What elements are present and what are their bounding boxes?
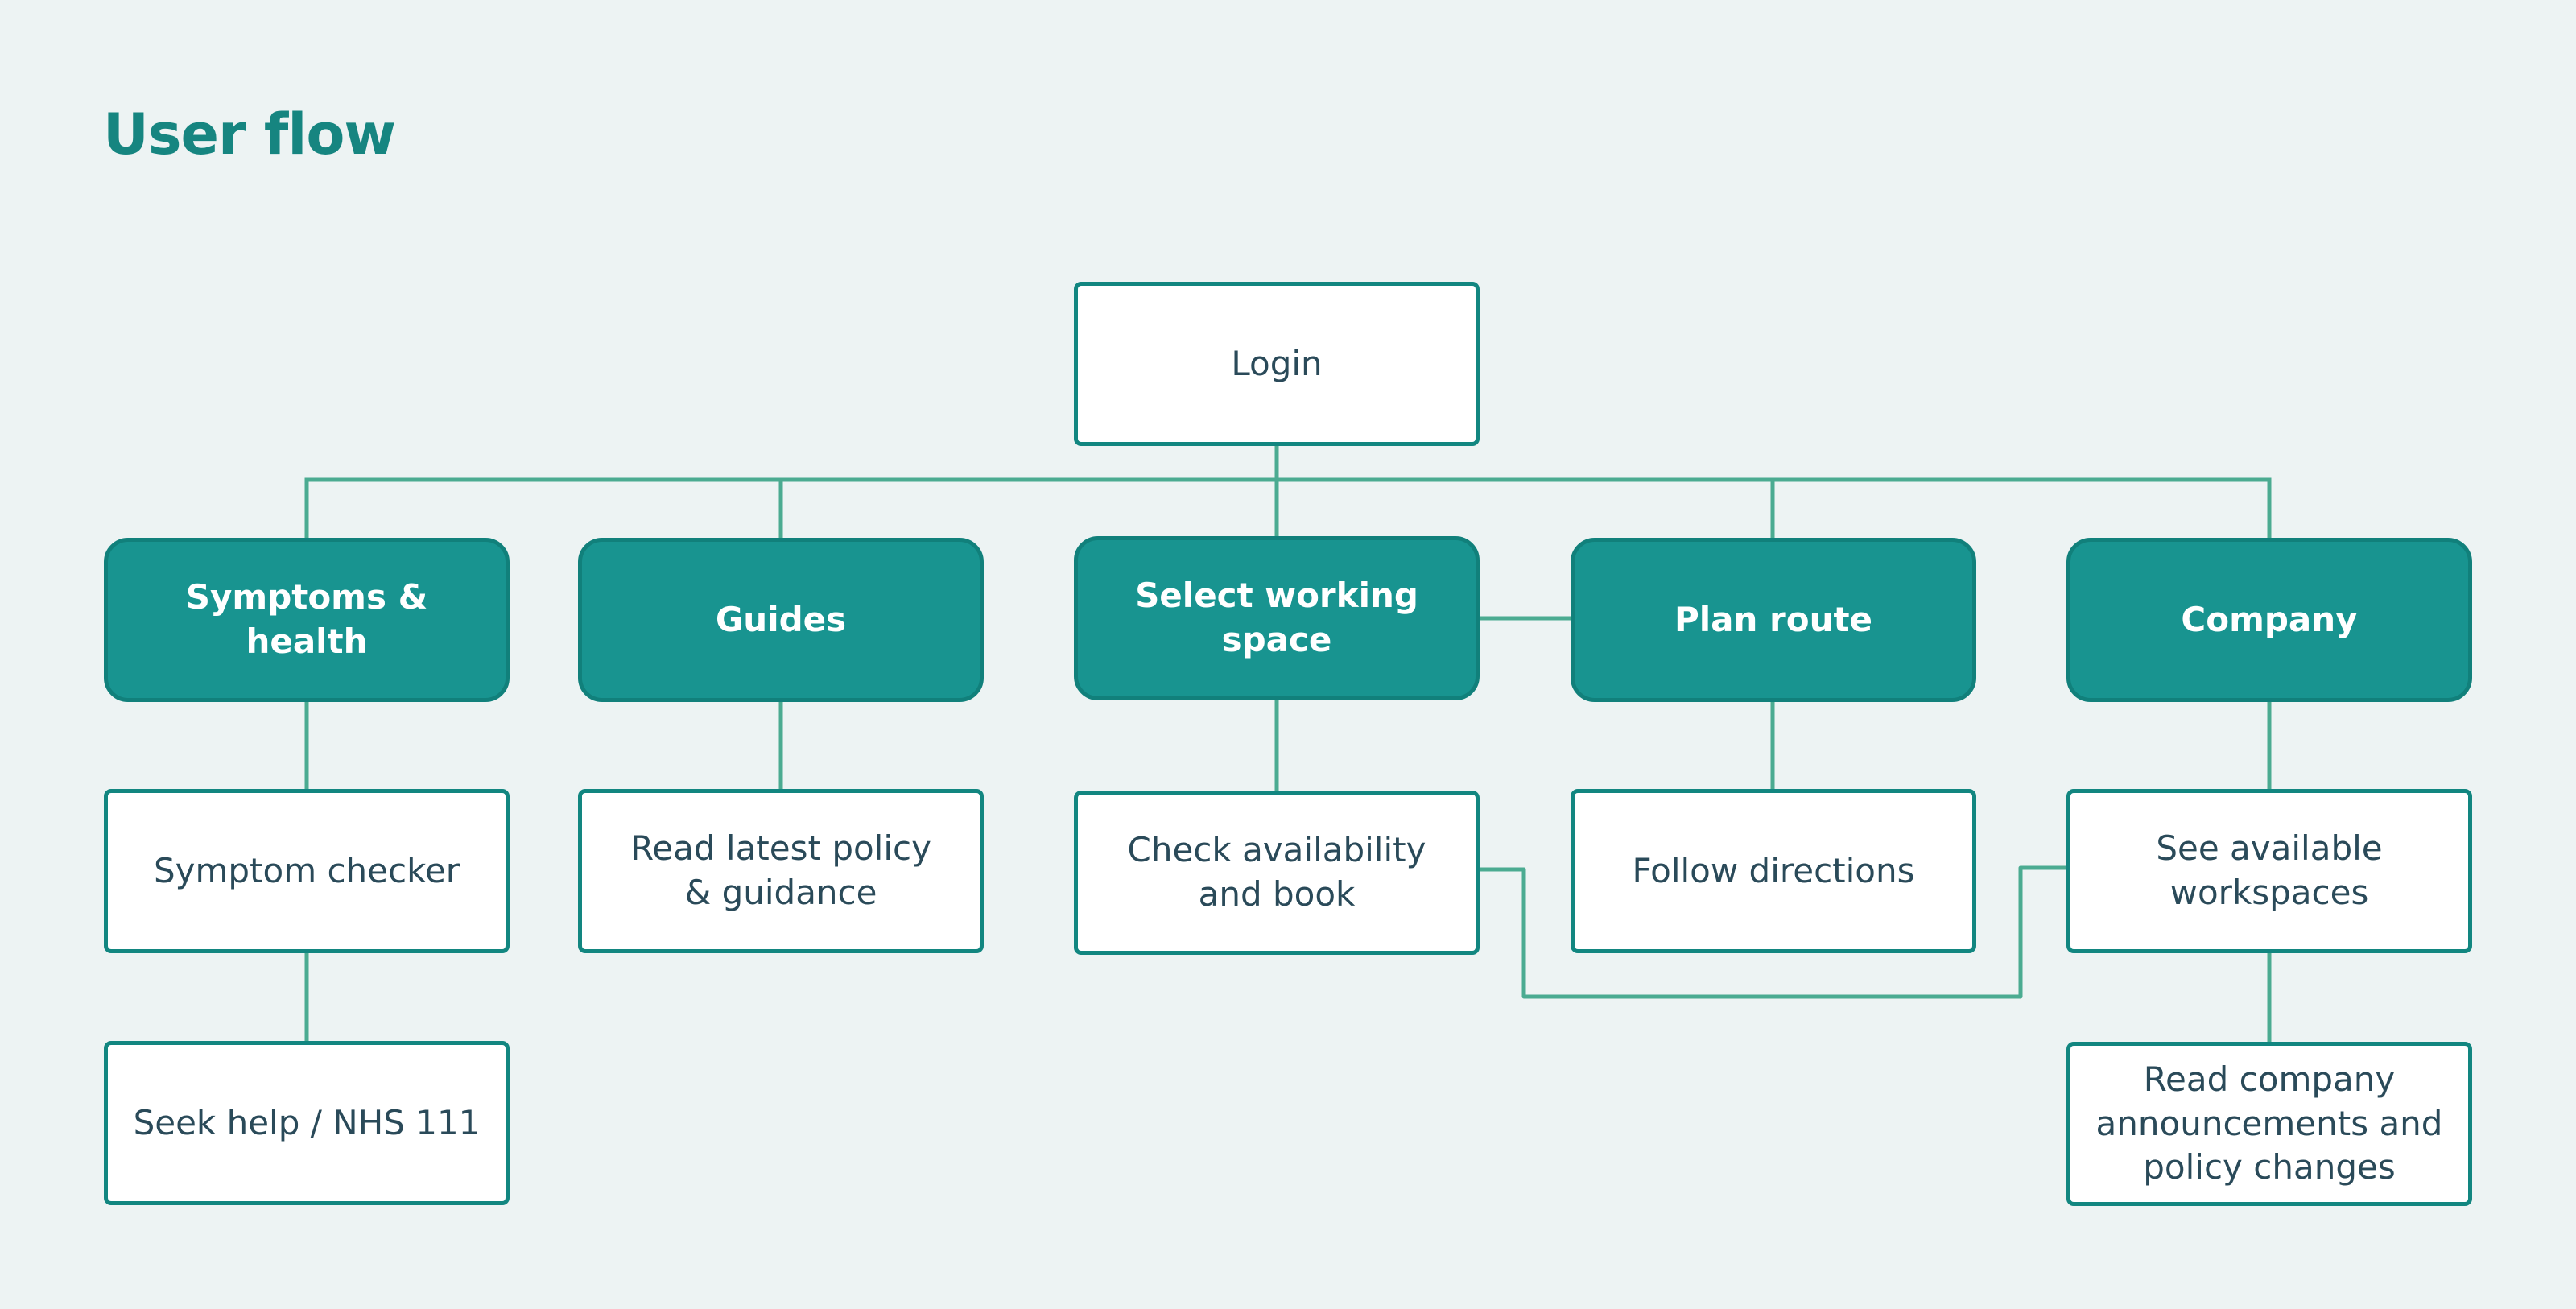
- node-plan-route: Plan route: [1571, 538, 1976, 702]
- node-symptom-checker: Symptom checker: [104, 789, 510, 953]
- connector-availability-workspaces: [1477, 865, 2069, 999]
- diagram-title: User flow: [103, 101, 396, 167]
- node-login: Login: [1074, 282, 1480, 446]
- node-read-announcements: Read company announcements and policy ch…: [2066, 1042, 2472, 1206]
- node-symptoms-health: Symptoms & health: [104, 538, 510, 702]
- node-see-workspaces: See available workspaces: [2066, 789, 2472, 953]
- node-guides: Guides: [578, 538, 984, 702]
- node-seek-help: Seek help / NHS 111: [104, 1041, 510, 1205]
- node-follow-directions: Follow directions: [1571, 789, 1976, 953]
- node-select-working-space: Select working space: [1074, 536, 1480, 700]
- node-check-availability: Check availability and book: [1074, 791, 1480, 955]
- node-read-policy: Read latest policy & guidance: [578, 789, 984, 953]
- node-company: Company: [2066, 538, 2472, 702]
